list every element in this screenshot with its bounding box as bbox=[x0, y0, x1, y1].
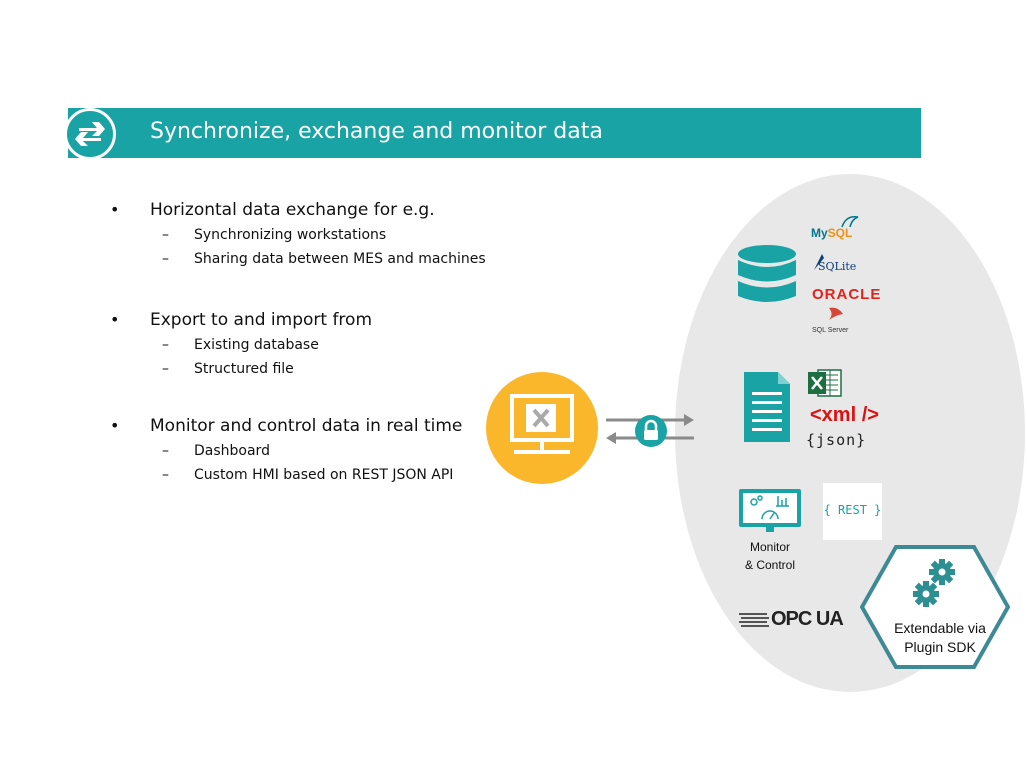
monitor-label-line: Monitor bbox=[749, 540, 790, 554]
sub-bullet-item: Custom HMI based on REST JSON API bbox=[108, 466, 462, 484]
excel-icon bbox=[808, 368, 842, 403]
sqlite-feather-icon bbox=[812, 252, 826, 277]
monitor-dashboard-icon bbox=[738, 488, 802, 539]
gears-icon bbox=[910, 556, 960, 617]
bullet-group: Horizontal data exchange for e.g. Synchr… bbox=[108, 200, 486, 268]
sub-bullet-item: Synchronizing workstations bbox=[108, 226, 486, 244]
rest-badge bbox=[823, 483, 882, 540]
sql-server-logo: SQL Server bbox=[812, 327, 849, 334]
bullet-item: Monitor and control data in real time bbox=[108, 416, 462, 436]
monitor-label: Monitor & Control bbox=[728, 538, 812, 574]
plugin-hexagon bbox=[859, 543, 1011, 676]
opc-ua-logo: OPC UA bbox=[771, 608, 844, 630]
plugin-label-line: Plugin SDK bbox=[904, 639, 976, 655]
monitor-label-line: & Control bbox=[744, 558, 796, 572]
sub-bullet-item: Dashboard bbox=[108, 442, 462, 460]
database-icon bbox=[737, 244, 797, 319]
xml-logo: <xml /> bbox=[810, 404, 879, 426]
sql-server-icon bbox=[828, 305, 844, 328]
exchange-arrows-icon bbox=[64, 108, 116, 160]
page-title: Synchronize, exchange and monitor data bbox=[150, 119, 603, 144]
plugin-label-line: Extendable via bbox=[894, 620, 986, 636]
document-icon bbox=[744, 372, 790, 447]
rest-label: { REST } bbox=[823, 503, 882, 517]
oracle-logo: ORACLE bbox=[812, 286, 882, 303]
bullet-item: Horizontal data exchange for e.g. bbox=[108, 200, 486, 220]
mysql-dolphin-icon bbox=[840, 213, 860, 234]
sub-bullet-item: Sharing data between MES and machines bbox=[108, 250, 486, 268]
server-app-icon bbox=[486, 372, 598, 484]
bullet-group: Export to and import from Existing datab… bbox=[108, 310, 372, 378]
json-logo: {json} bbox=[806, 431, 867, 449]
bullet-item: Export to and import from bbox=[108, 310, 372, 330]
opc-stripes-icon bbox=[739, 612, 769, 633]
sub-bullet-item: Structured file bbox=[108, 360, 372, 378]
bullet-group: Monitor and control data in real time Da… bbox=[108, 416, 462, 484]
plugin-label: Extendable via Plugin SDK bbox=[880, 619, 1000, 657]
lock-icon bbox=[634, 414, 668, 453]
sqlite-logo: SQLite bbox=[818, 260, 857, 273]
title-bar bbox=[68, 108, 921, 158]
mysql-logo: MySQL bbox=[811, 226, 853, 240]
sub-bullet-item: Existing database bbox=[108, 336, 372, 354]
